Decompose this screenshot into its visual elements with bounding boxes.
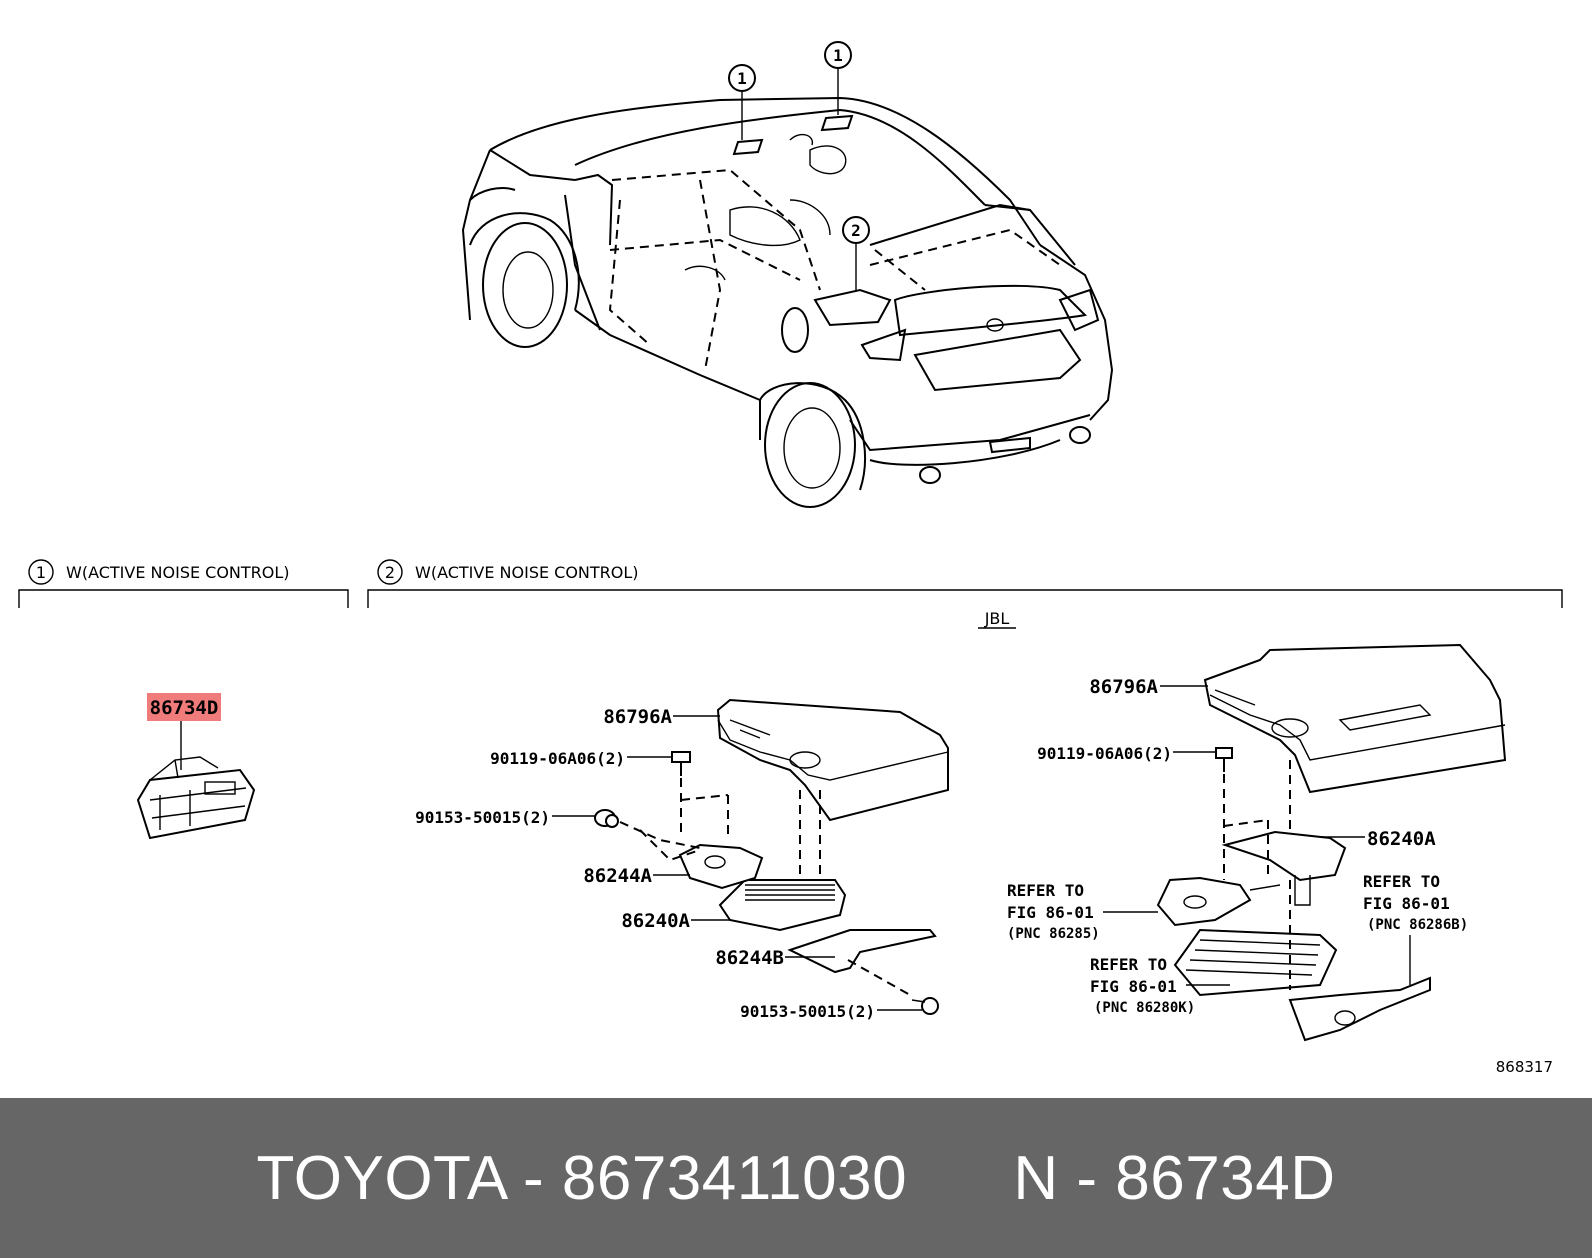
left-screw-a-label[interactable]: 90153-50015(2)	[415, 808, 550, 827]
left-assembly	[552, 698, 949, 1015]
section-1-header: 1 W(ACTIVE NOISE CONTROL)	[18, 559, 349, 608]
svg-text:FIG 86-01: FIG 86-01	[1363, 894, 1450, 913]
footer-bar: TOYOTA - 8673411030 N - 86734D	[0, 1098, 1592, 1258]
left-bolt-label[interactable]: 90119-06A06(2)	[490, 749, 625, 768]
callout-2: 2	[842, 216, 870, 244]
svg-text:REFER TO: REFER TO	[1090, 955, 1167, 974]
svg-text:REFER TO: REFER TO	[1007, 881, 1084, 900]
left-cover-label[interactable]: 86796A	[603, 706, 672, 728]
refer-note-86280k[interactable]: REFER TO FIG 86-01 (PNC 86280K)	[1090, 955, 1195, 1016]
part-number-caption: TOYOTA - 8673411030 N - 86734D	[256, 1143, 1336, 1213]
svg-text:(PNC 86286B): (PNC 86286B)	[1367, 917, 1468, 933]
right-bolt-label[interactable]: 90119-06A06(2)	[1037, 744, 1172, 763]
highlight-box	[147, 693, 221, 721]
svg-text:W(ACTIVE NOISE CONTROL): W(ACTIVE NOISE CONTROL)	[415, 563, 639, 582]
svg-text:REFER TO: REFER TO	[1363, 872, 1440, 891]
part-86734d-label[interactable]: 86734D	[150, 697, 219, 719]
left-amplifier-label[interactable]: 86240A	[621, 910, 690, 932]
left-bracket-a-label[interactable]: 86244A	[583, 865, 652, 887]
left-bracket-b-label[interactable]: 86244B	[715, 947, 784, 969]
svg-text:FIG 86-01: FIG 86-01	[1090, 977, 1177, 996]
refer-note-86285[interactable]: REFER TO FIG 86-01 (PNC 86285)	[1007, 881, 1100, 942]
right-amplifier-label[interactable]: 86240A	[1367, 828, 1436, 850]
section-2-header: 2 W(ACTIVE NOISE CONTROL) JBL	[367, 559, 1563, 629]
svg-text:2: 2	[851, 221, 861, 240]
svg-text:W(ACTIVE NOISE CONTROL): W(ACTIVE NOISE CONTROL)	[66, 563, 290, 582]
svg-text:1: 1	[36, 563, 46, 582]
refer-note-86286b[interactable]: REFER TO FIG 86-01 (PNC 86286B)	[1363, 872, 1468, 933]
car-illustration	[461, 68, 1114, 508]
parts-diagram: 1 1 2 1 W(ACTIVE NOISE CONTROL) 2 W(ACTI…	[18, 41, 1563, 1076]
right-cover-label[interactable]: 86796A	[1089, 676, 1158, 698]
svg-text:2: 2	[385, 563, 395, 582]
svg-text:(PNC 86285): (PNC 86285)	[1007, 926, 1100, 942]
part-86734d	[136, 756, 256, 840]
figure-code: 868317	[1496, 1058, 1553, 1076]
left-screw-b-label[interactable]: 90153-50015(2)	[740, 1002, 875, 1021]
svg-text:FIG 86-01: FIG 86-01	[1007, 903, 1094, 922]
jbl-label: JBL	[984, 609, 1010, 628]
callout-1b: 1	[824, 41, 852, 69]
callout-1a: 1	[728, 64, 756, 92]
svg-text:1: 1	[737, 69, 747, 88]
svg-text:1: 1	[833, 46, 843, 65]
right-assembly	[1103, 643, 1507, 1042]
svg-text:(PNC 86280K): (PNC 86280K)	[1094, 1000, 1195, 1016]
